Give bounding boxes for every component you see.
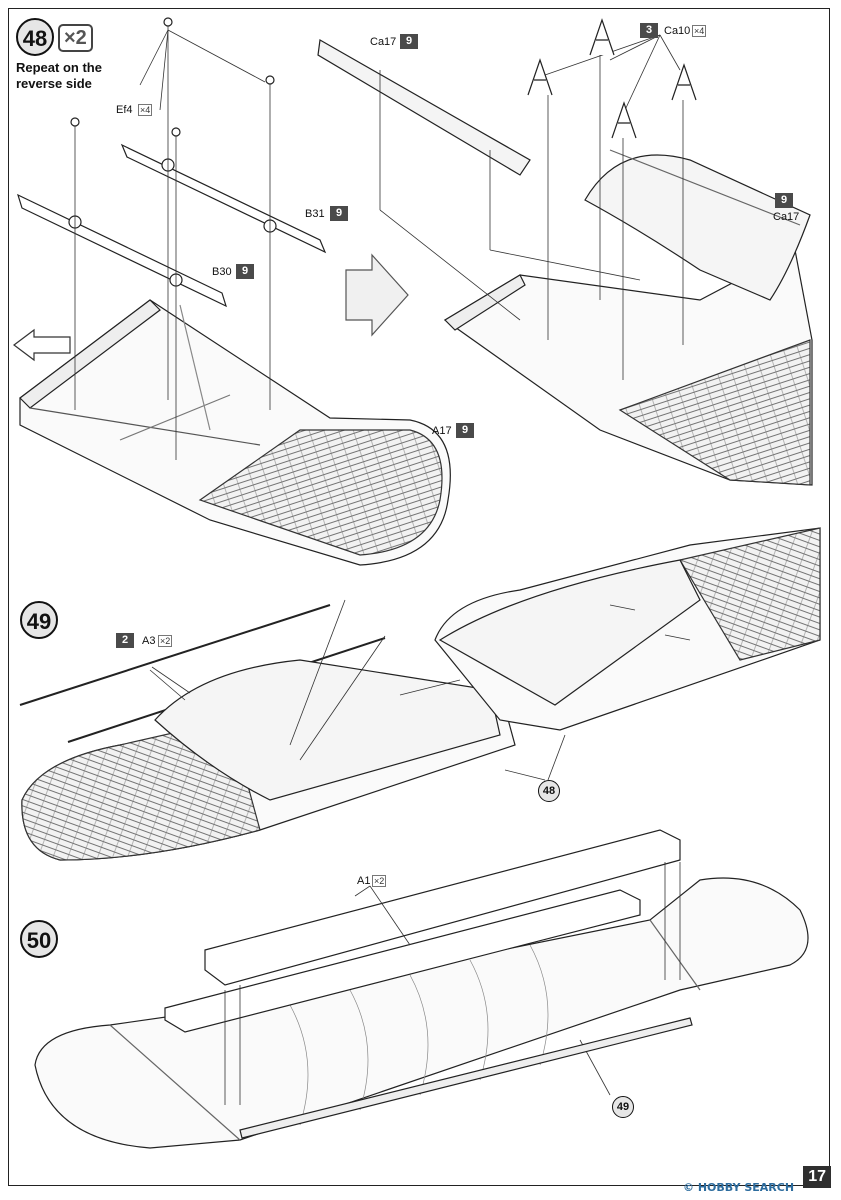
part-a17-code: A17 bbox=[432, 425, 452, 437]
step-49-badge: 49 bbox=[20, 601, 58, 639]
part-a17-sprue: 9 bbox=[456, 423, 475, 438]
part-ca17-top-code: Ca17 bbox=[370, 36, 397, 48]
part-b31-sprue: 9 bbox=[330, 206, 349, 221]
step-49-ref-48: 48 bbox=[538, 780, 560, 802]
part-a3-code: A3 bbox=[142, 635, 156, 647]
step-48-multiplier: ×2 bbox=[58, 24, 93, 52]
step-48-note: Repeat on the reverse side bbox=[16, 60, 102, 91]
part-a3-qty: ×2 bbox=[158, 635, 173, 647]
part-a3-sprue: 2 bbox=[116, 633, 135, 648]
step-50-badge: 50 bbox=[20, 920, 58, 958]
part-a1-code: A1 bbox=[357, 875, 371, 887]
part-ca10-code: Ca10 bbox=[664, 25, 691, 37]
part-ef4-code: Ef4 bbox=[116, 104, 133, 116]
part-a1-qty: ×2 bbox=[372, 875, 387, 887]
part-b30-sprue: 9 bbox=[236, 264, 255, 279]
watermark: © HOBBY SEARCH bbox=[683, 1181, 795, 1194]
part-ca10-qty: ×4 bbox=[692, 25, 707, 37]
page-number: 17 bbox=[803, 1166, 831, 1188]
part-ef4-qty: ×4 bbox=[138, 104, 153, 116]
part-b30-code: B30 bbox=[212, 266, 232, 278]
part-ca17-right-code: Ca17 bbox=[773, 211, 800, 223]
part-ca17-right-sprue: 9 bbox=[775, 193, 794, 208]
step-50-ref-49: 49 bbox=[612, 1096, 634, 1118]
part-ca10-sprue: 3 bbox=[640, 23, 659, 38]
part-b31-code: B31 bbox=[305, 208, 325, 220]
part-ca17-top-sprue: 9 bbox=[400, 34, 419, 49]
step-48-badge: 48 bbox=[16, 18, 54, 56]
